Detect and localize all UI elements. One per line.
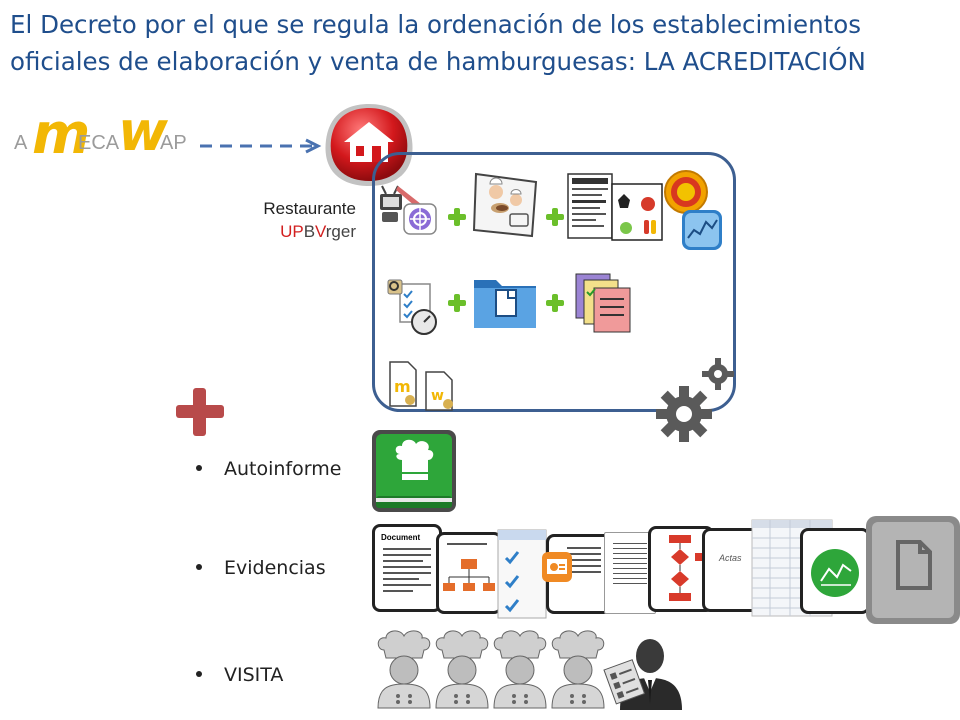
plus-icon <box>448 208 466 226</box>
chef-board-icon <box>472 172 538 238</box>
plus-icon <box>448 294 466 312</box>
flowchart-icon <box>669 535 707 601</box>
bullet-evidencias: Evidencias <box>196 557 326 579</box>
chart-icon <box>682 210 722 250</box>
logo-arch-m: m <box>32 102 91 167</box>
chef-person-icon <box>551 630 605 709</box>
gears-icon <box>656 358 734 442</box>
svg-text:m: m <box>394 377 411 396</box>
file-icon <box>866 516 960 624</box>
certificate-icon: m w <box>389 361 453 411</box>
bullet-dot <box>196 563 202 570</box>
document-label: Document <box>381 533 421 542</box>
chart-doc-icon <box>811 549 859 597</box>
title-line-2: oficiales de elaboración y venta de hamb… <box>10 47 866 76</box>
checklist-icon <box>387 279 437 335</box>
chef-person-icon <box>493 630 547 709</box>
recycle-icon <box>403 203 437 235</box>
logo-arch-w: w <box>118 100 168 163</box>
logo-text-ap: AP <box>160 132 187 154</box>
plus-icon <box>546 294 564 312</box>
restaurant-frame <box>372 152 736 412</box>
evidence-orgchart[interactable] <box>436 532 502 614</box>
slide-title: El Decreto por el que se regula la orden… <box>10 6 950 80</box>
nutrition-facts-icon <box>567 173 663 241</box>
restaurant-name-part2: B <box>303 222 316 241</box>
logo-letter-a: A <box>14 132 28 154</box>
bullet-visita: VISITA <box>196 664 283 686</box>
bullet-autoinforme-label: Autoinforme <box>224 458 342 480</box>
checklist-doc-icon <box>497 529 547 619</box>
orgchart-icon <box>443 559 495 591</box>
ameca-wap-logo: A m ECA w AP <box>14 100 214 167</box>
chef-person-icon <box>435 630 489 709</box>
restaurant-name-part1: UP <box>280 222 304 241</box>
restaurant-label: Restaurante UPBVrger <box>263 197 356 243</box>
folder-icon <box>474 280 536 328</box>
bullet-evidencias-label: Evidencias <box>224 557 326 579</box>
actas-label: Actas <box>719 553 742 563</box>
bullet-visita-label: VISITA <box>224 664 284 686</box>
chef-book-icon[interactable] <box>370 428 458 514</box>
logo-text-eca: ECA <box>78 132 120 154</box>
inspector-icon <box>603 639 682 710</box>
evidence-chart-doc[interactable] <box>800 528 870 614</box>
bullet-autoinforme: Autoinforme <box>196 458 341 480</box>
evidence-document[interactable]: Document <box>372 524 442 612</box>
documents-stack-icon <box>575 273 631 333</box>
restaurant-name-part3: V <box>315 222 326 241</box>
bullet-dot <box>196 670 202 677</box>
presentation-icon <box>542 552 572 582</box>
dashed-arrow <box>200 138 322 154</box>
plus-icon <box>546 208 564 226</box>
chef-person-icon <box>377 630 431 709</box>
restaurant-name-part4: rger <box>325 222 356 241</box>
restaurant-name: UPBVrger <box>263 220 356 243</box>
svg-text:w: w <box>431 388 444 404</box>
bullet-dot <box>196 464 202 471</box>
big-plus-icon <box>176 388 224 436</box>
title-line-1: El Decreto por el que se regula la orden… <box>10 10 861 39</box>
restaurant-label-line1: Restaurante <box>263 199 356 218</box>
